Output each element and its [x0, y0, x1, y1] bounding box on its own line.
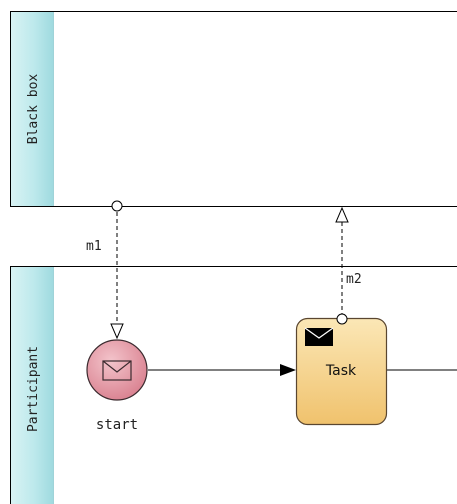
message-flow-source-marker: [336, 313, 348, 325]
pool-header-black-box: [11, 12, 53, 206]
task-label: Task: [325, 363, 357, 379]
envelope-icon: [102, 360, 132, 381]
envelope-filled-icon: [304, 327, 334, 346]
message-flow-m2[interactable]: m2: [335, 206, 362, 314]
pool-label-participant: Participant: [26, 346, 41, 432]
message-flow-arrowhead: [110, 323, 124, 340]
start-event-label: start: [96, 417, 138, 433]
message-flow-label-m2: m2: [346, 272, 362, 287]
sequence-flow-start-to-task[interactable]: [148, 364, 296, 376]
sequence-flow-arrowhead: [280, 364, 296, 376]
pool-header-participant: [11, 267, 53, 504]
pool-black-box[interactable]: Black box: [10, 11, 457, 207]
message-flow-label-m1: m1: [86, 239, 102, 254]
pool-label-black-box: Black box: [26, 74, 41, 145]
start-event[interactable]: start: [86, 339, 148, 433]
pool-participant[interactable]: Participant: [10, 266, 457, 504]
message-flow-m1[interactable]: m1: [86, 200, 124, 340]
task[interactable]: Task: [295, 313, 388, 426]
message-flow-arrowhead: [335, 206, 349, 223]
message-flow-source-marker: [111, 200, 123, 212]
